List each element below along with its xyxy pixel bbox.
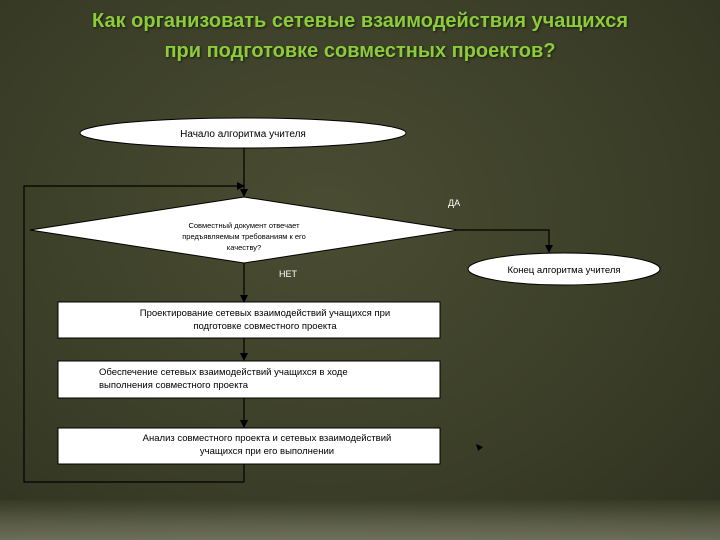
process-step-2: Обеспечение сетевых взаимодействий учащи… — [57, 360, 441, 399]
decision-label-line-1: Совместный документ отвечает — [188, 221, 300, 230]
no-label: НЕТ — [279, 269, 298, 279]
connector-loop-back — [23, 182, 245, 483]
decision-node: Совместный документ отвечает предъявляем… — [29, 196, 459, 264]
start-node: Начало алгоритма учителя — [79, 117, 407, 149]
small-arrow-icon — [476, 444, 483, 451]
footer-band — [0, 500, 720, 540]
process-step-1-line-2: подготовке совместного проекта — [193, 321, 337, 332]
process-step-3-line-2: учащихся при его выполнении — [200, 446, 334, 457]
slide-title: Как организовать сетевые взаимодействия … — [0, 6, 720, 66]
process-step-1-line-1: Проектирование сетевых взаимодействий уч… — [140, 308, 390, 319]
process-step-3: Анализ совместного проекта и сетевых вза… — [57, 427, 441, 465]
process-step-1: Проектирование сетевых взаимодействий уч… — [57, 301, 441, 339]
connector-decision-end — [458, 229, 553, 253]
decision-label-line-3: качеству? — [227, 243, 261, 252]
title-line-2: при подготовке совместных проектов? — [164, 40, 556, 62]
decision-label-line-2: предъявляемым требованиям к его — [182, 232, 306, 241]
start-node-label: Начало алгоритма учителя — [180, 129, 306, 140]
process-step-2-line-1: Обеспечение сетевых взаимодействий учащи… — [99, 367, 348, 378]
yes-label: ДА — [448, 198, 460, 208]
process-step-3-line-1: Анализ совместного проекта и сетевых вза… — [143, 433, 392, 444]
end-node-label: Конец алгоритма учителя — [507, 265, 620, 276]
title-line-1: Как организовать сетевые взаимодействия … — [92, 10, 628, 32]
end-node: Конец алгоритма учителя — [467, 252, 661, 286]
process-step-2-line-2: выполнения совместного проекта — [99, 380, 249, 391]
connectors — [23, 148, 553, 483]
